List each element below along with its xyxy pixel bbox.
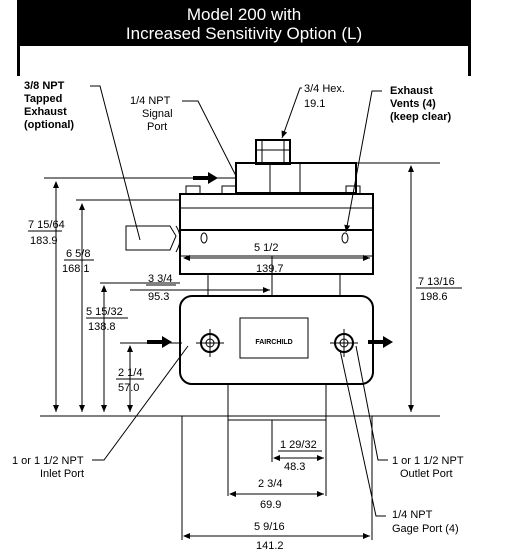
svg-text:1 29/32: 1 29/32: [280, 439, 317, 451]
svg-text:19.1: 19.1: [304, 98, 325, 110]
svg-text:2 1/4: 2 1/4: [118, 367, 142, 379]
svg-text:168.1: 168.1: [62, 263, 90, 275]
svg-text:95.3: 95.3: [148, 291, 169, 303]
dim-label-2-3-4: 2 3/4 69.9: [258, 478, 282, 511]
callout-gage-port: 1/4 NPT Gage Port (4): [392, 509, 459, 535]
dim-label-7-13-16: 7 13/16 198.6: [416, 276, 462, 303]
upper-housing: [179, 193, 374, 275]
svg-text:198.6: 198.6: [420, 291, 448, 303]
nameplate: [239, 317, 309, 359]
dim-label-5-1-2: 5 1/2 139.7: [254, 242, 284, 275]
svg-text:(optional): (optional): [24, 119, 74, 131]
svg-text:7 13/16: 7 13/16: [418, 276, 455, 288]
callout-tapped-exhaust: 3/8 NPT Tapped Exhaust (optional): [24, 80, 74, 131]
hex-nut: [255, 139, 291, 165]
title-bar: Model 200 with Increased Sensitivity Opt…: [17, 0, 471, 46]
svg-text:1/4 NPT: 1/4 NPT: [392, 509, 433, 521]
svg-text:Signal: Signal: [142, 108, 173, 120]
title-left-rule: [17, 46, 20, 76]
svg-text:3 3/4: 3 3/4: [148, 273, 172, 285]
svg-text:Exhaust: Exhaust: [24, 106, 67, 118]
svg-text:183.9: 183.9: [30, 235, 58, 247]
svg-text:Port: Port: [147, 121, 167, 133]
dim-label-2-1-4: 2 1/4 57.0: [116, 367, 144, 394]
svg-text:48.3: 48.3: [284, 461, 305, 473]
svg-text:Tapped: Tapped: [24, 93, 62, 105]
outlet-flow-arrow: [368, 336, 393, 348]
dim-label-7-15-64: 7 15/64 183.9: [28, 219, 65, 247]
inlet-flow-arrow: [147, 336, 172, 348]
svg-text:1 or 1 1/2 NPT: 1 or 1 1/2 NPT: [392, 455, 464, 467]
svg-text:69.9: 69.9: [260, 499, 281, 511]
title-right-rule: [468, 46, 471, 76]
svg-text:Inlet Port: Inlet Port: [40, 468, 84, 480]
extension-lines: [40, 162, 440, 540]
svg-text:5 15/32: 5 15/32: [86, 306, 123, 318]
svg-text:57.0: 57.0: [118, 382, 139, 394]
svg-text:2 3/4: 2 3/4: [258, 478, 282, 490]
svg-text:7 15/64: 7 15/64: [28, 219, 65, 231]
tapped-exhaust-fitting: [125, 225, 177, 251]
svg-text:Exhaust: Exhaust: [390, 85, 433, 97]
bottom-cap: [227, 383, 327, 421]
leader-lines: [90, 85, 388, 517]
dim-label-5-15-32: 5 15/32 138.8: [86, 306, 128, 333]
body-neck: [207, 273, 341, 297]
dim-label-3-3-4: 3 3/4 95.3: [146, 273, 176, 303]
callout-exhaust-vents: Exhaust Vents (4) (keep clear): [390, 85, 451, 123]
nameplate-text: FAIRCHILD: [255, 339, 292, 346]
exhaust-vent: [185, 185, 201, 195]
svg-text:Outlet Port: Outlet Port: [400, 468, 453, 480]
callout-signal-port: 1/4 NPT Signal Port: [130, 95, 173, 133]
title-line-1: Model 200 with: [186, 5, 302, 24]
svg-text:3/8 NPT: 3/8 NPT: [24, 80, 65, 92]
callout-outlet-port: 1 or 1 1/2 NPT Outlet Port: [392, 455, 464, 480]
svg-text:1/4 NPT: 1/4 NPT: [130, 95, 171, 107]
svg-text:5 1/2: 5 1/2: [254, 242, 278, 254]
svg-text:139.7: 139.7: [256, 263, 284, 275]
exhaust-vent: [221, 185, 237, 195]
bonnet: [235, 162, 357, 194]
svg-text:5 9/16: 5 9/16: [254, 521, 285, 533]
svg-text:Gage Port (4): Gage Port (4): [392, 523, 459, 535]
callout-hex: 3/4 Hex. 19.1: [304, 83, 345, 110]
svg-text:141.2: 141.2: [256, 540, 284, 552]
svg-text:(keep clear): (keep clear): [390, 111, 451, 123]
dim-label-5-9-16: 5 9/16 141.2: [254, 521, 285, 552]
svg-text:138.8: 138.8: [88, 321, 116, 333]
svg-text:Vents (4): Vents (4): [390, 98, 436, 110]
title-line-2: Increased Sensitivity Option (L): [125, 24, 363, 43]
svg-text:3/4 Hex.: 3/4 Hex.: [304, 83, 345, 95]
dim-label-6-5-8: 6 5/8 168.1: [62, 248, 94, 275]
callout-inlet-port: 1 or 1 1/2 NPT Inlet Port: [12, 455, 84, 480]
svg-text:1 or 1 1/2 NPT: 1 or 1 1/2 NPT: [12, 455, 84, 467]
svg-text:6 5/8: 6 5/8: [66, 248, 90, 260]
dim-label-1-29-32: 1 29/32 48.3: [278, 439, 322, 473]
